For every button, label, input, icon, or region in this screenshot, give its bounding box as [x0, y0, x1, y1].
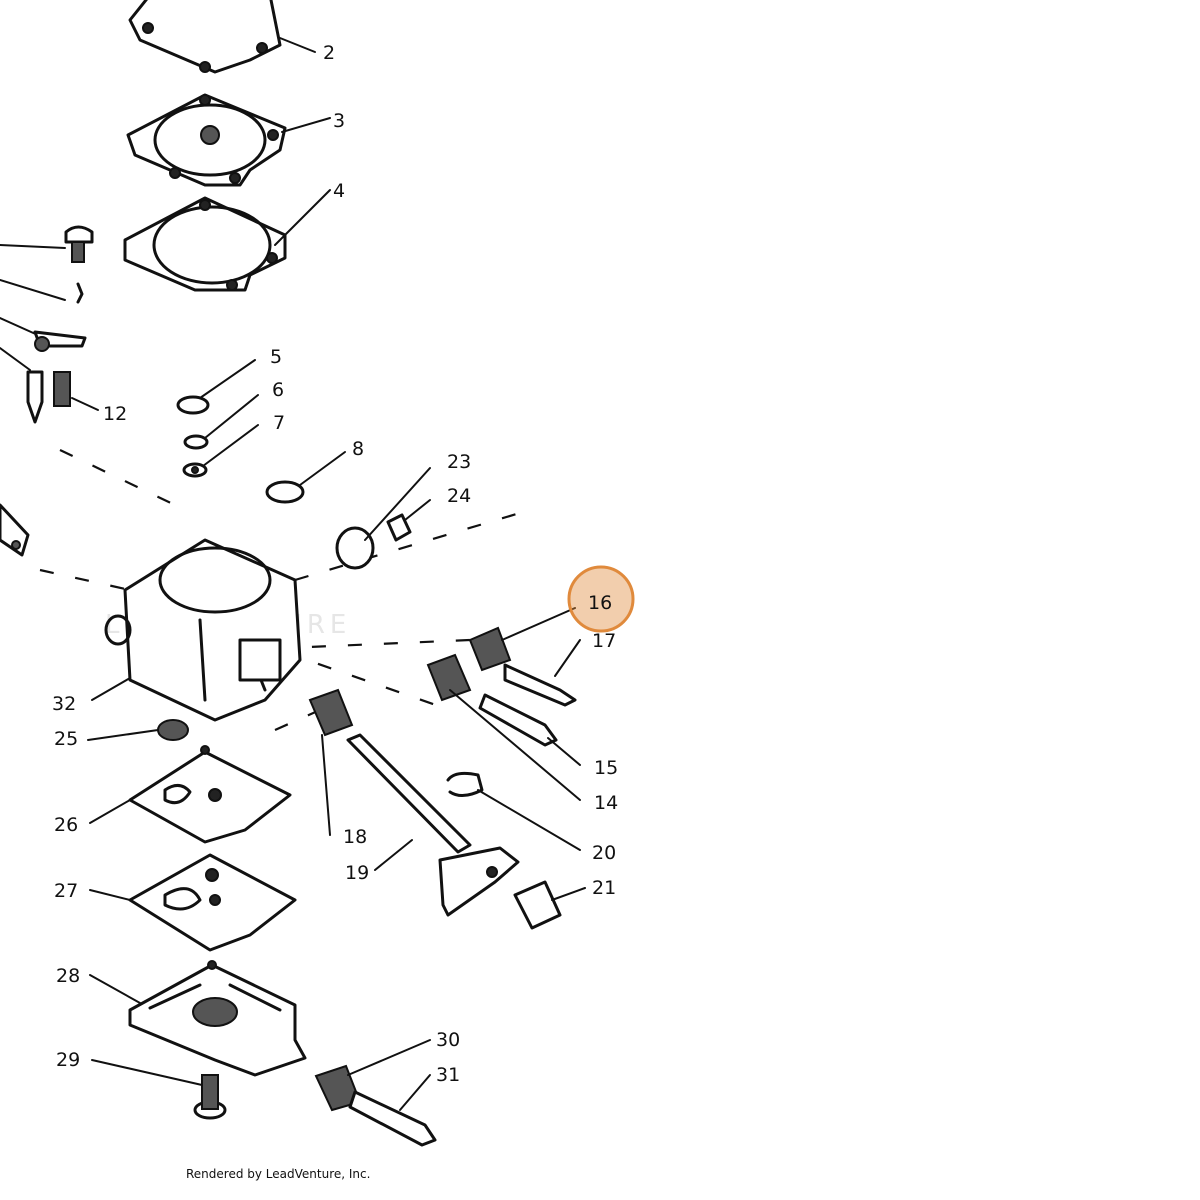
callout-18[interactable]: 18 — [343, 826, 367, 848]
render-credit: Rendered by LeadVenture, Inc. — [186, 1167, 371, 1181]
part-31-needle — [348, 1074, 437, 1147]
callout-29[interactable]: 29 — [56, 1049, 80, 1071]
part-20-clip — [446, 771, 581, 851]
callout-16[interactable]: 16 — [588, 592, 612, 614]
part-7-washer — [182, 424, 259, 478]
callout-28[interactable]: 28 — [56, 965, 80, 987]
part-21-cap — [513, 880, 586, 930]
callout-25[interactable]: 25 — [54, 728, 78, 750]
callout-15[interactable]: 15 — [594, 757, 618, 779]
callout-19[interactable]: 19 — [345, 862, 369, 884]
part-5-plug — [176, 359, 256, 415]
callout-14[interactable]: 14 — [594, 792, 618, 814]
part-32-carburetor-body — [91, 538, 302, 722]
part-25-screen — [87, 719, 189, 741]
part-23-part-24 — [335, 467, 431, 570]
part-16-spring — [468, 607, 576, 672]
callout-32[interactable]: 32 — [52, 693, 76, 715]
part-26-gasket — [89, 745, 292, 844]
part-19-throttle-shaft — [346, 733, 520, 917]
callout-6[interactable]: 6 — [272, 379, 284, 401]
part-8-plug — [265, 451, 346, 504]
part-6-washer — [183, 394, 259, 450]
callout-26[interactable]: 26 — [54, 814, 78, 836]
callout-21[interactable]: 21 — [592, 877, 616, 899]
part-14-spring — [426, 653, 581, 801]
callout-3[interactable]: 3 — [333, 110, 345, 132]
callout-labels: 2 3 4 5 6 7 8 12 14 15 16 17 18 19 20 21… — [52, 42, 618, 1086]
part-18-spring — [308, 688, 354, 836]
callout-5[interactable]: 5 — [270, 346, 282, 368]
part-17-needle — [503, 639, 581, 707]
callout-8[interactable]: 8 — [352, 438, 364, 460]
callout-7[interactable]: 7 — [273, 412, 285, 434]
part-29-screw — [91, 1059, 227, 1120]
callout-12[interactable]: 12 — [103, 403, 127, 425]
callout-20[interactable]: 20 — [592, 842, 616, 864]
part-2-gasket — [128, 0, 316, 74]
highlight-ring — [567, 565, 635, 633]
callout-31[interactable]: 31 — [436, 1064, 460, 1086]
callout-30[interactable]: 30 — [436, 1029, 460, 1051]
left-inlet-parts — [0, 225, 99, 557]
part-4-gasket — [123, 189, 331, 292]
part-15-needle — [478, 693, 581, 766]
callout-27[interactable]: 27 — [54, 880, 78, 902]
callout-17[interactable]: 17 — [592, 630, 616, 652]
part-28-pump-cover — [89, 960, 307, 1077]
part-27-gasket — [89, 853, 297, 952]
callout-24[interactable]: 24 — [447, 485, 471, 507]
callout-2[interactable]: 2 — [323, 42, 335, 64]
callout-23[interactable]: 23 — [447, 451, 471, 473]
part-3-diaphragm — [126, 93, 331, 187]
callout-4[interactable]: 4 — [333, 180, 345, 202]
